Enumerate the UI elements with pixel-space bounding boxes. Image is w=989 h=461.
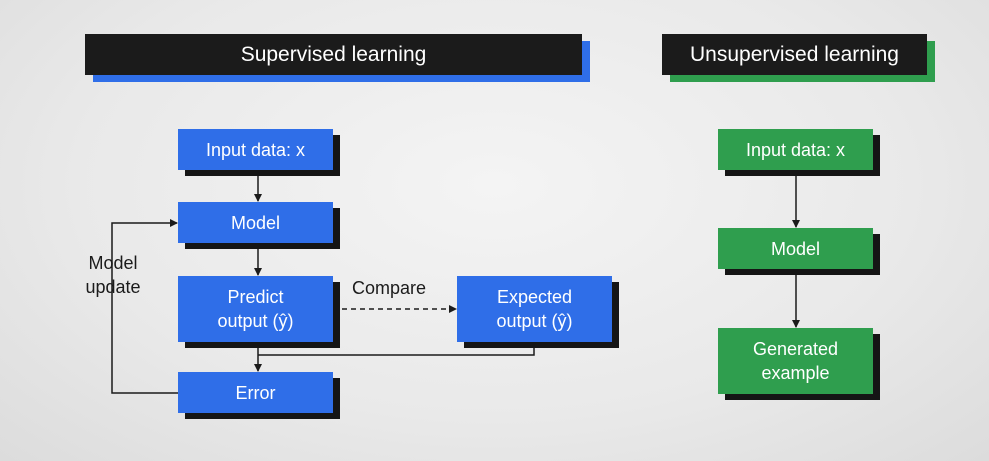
compare-label: Compare xyxy=(352,278,427,298)
unsup-input-data-box: Input data: x xyxy=(718,129,873,170)
sup-error-box: Error xyxy=(178,372,333,413)
sup-predict-output-box: Predict output (ŷ) xyxy=(178,276,333,342)
unsupervised-learning-title: Unsupervised learning xyxy=(690,42,899,66)
supervised-learning-header: Supervised learning xyxy=(85,34,582,75)
unsupervised-learning-header: Unsupervised learning xyxy=(662,34,927,75)
sup-model-box: Model xyxy=(178,202,333,243)
arrow-expected-to-error xyxy=(258,342,535,356)
supervised-learning-title: Supervised learning xyxy=(240,42,427,66)
unsup-generated-example-box: Generated example xyxy=(718,328,873,394)
model-update-label: Model update xyxy=(85,253,141,297)
sup-expected-output-box: Expected output (ŷ) xyxy=(457,276,612,342)
arrow-error-to-model-update xyxy=(111,219,178,394)
unsup-model-box: Model xyxy=(718,228,873,269)
sup-input-data-box: Input data: x xyxy=(178,129,333,170)
